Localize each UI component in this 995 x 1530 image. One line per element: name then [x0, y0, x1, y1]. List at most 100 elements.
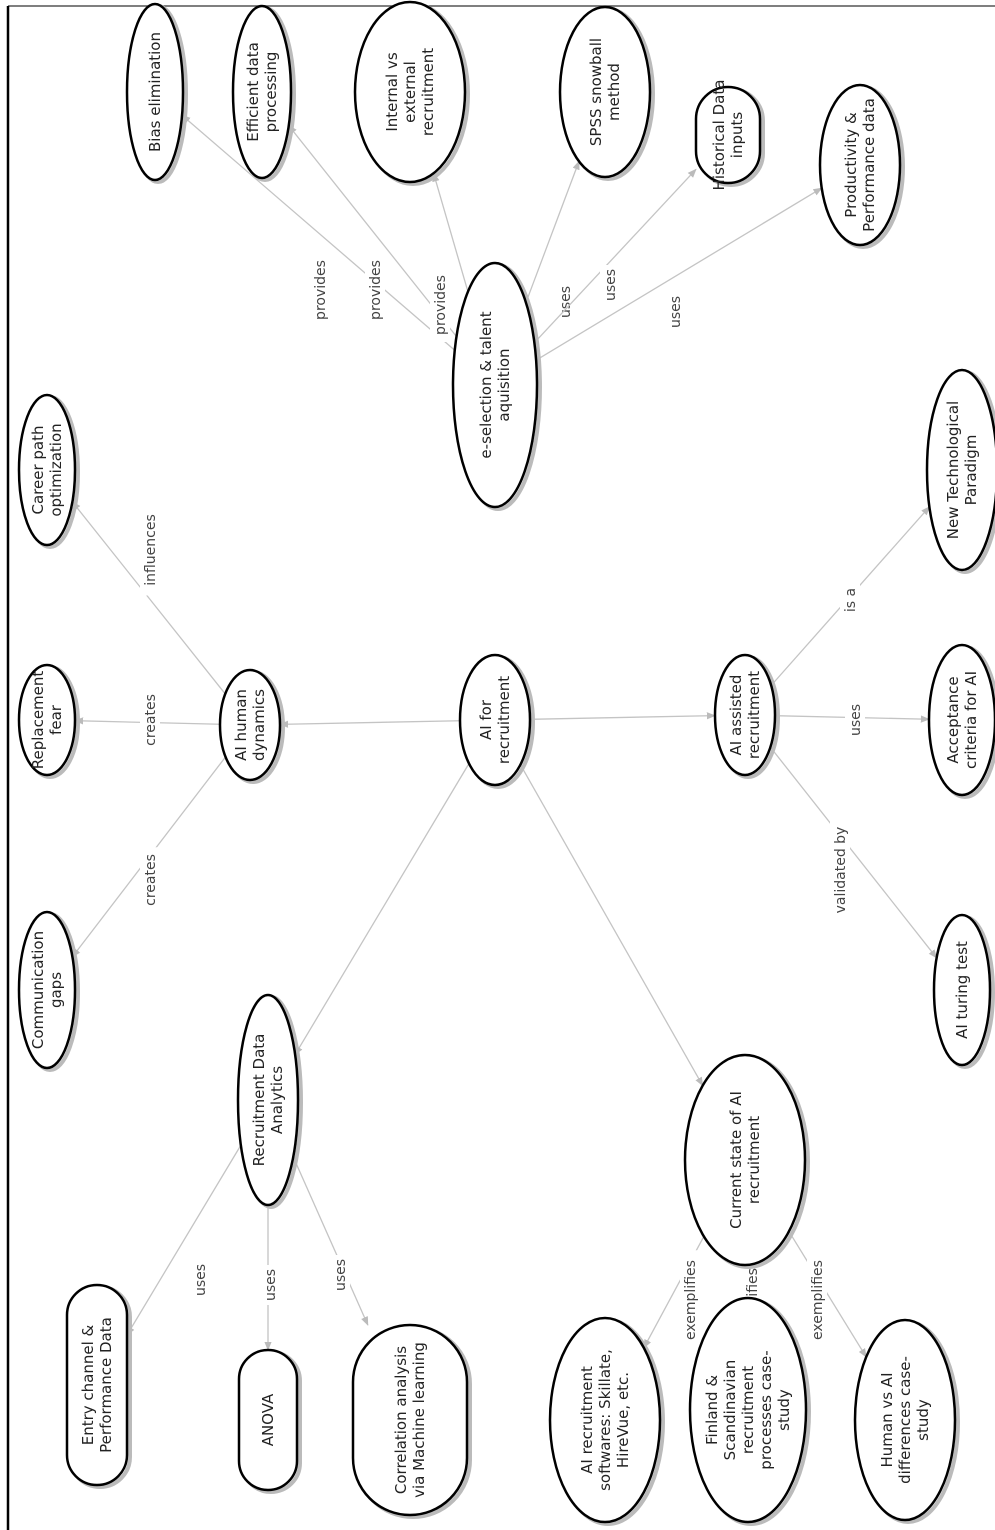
node-shape — [236, 993, 300, 1207]
node-internal[interactable]: Internal vsexternalrecruitment — [353, 0, 470, 186]
node-shape — [927, 643, 995, 797]
node-acceptance[interactable]: Acceptancecriteria for AI — [927, 643, 995, 799]
node-label-line: Internal vs — [383, 52, 401, 131]
node-historical[interactable]: Historical Datainputs — [694, 80, 765, 191]
node-label: Correlation analysisvia Machine learning — [392, 1342, 428, 1498]
node-shape — [237, 1348, 299, 1492]
node-shape — [353, 0, 467, 184]
node-shape — [558, 5, 652, 179]
node-label-line: aquisition — [495, 348, 513, 421]
node-efficient[interactable]: Efficient dataprocessing — [231, 4, 296, 182]
edge-human_dyn-career — [71, 501, 226, 695]
edge-label-background — [140, 847, 160, 913]
node-entry[interactable]: Entry channel &Performance Data — [65, 1283, 132, 1489]
node-label-line: AI turing test — [953, 941, 971, 1039]
node-label-line: Analytics — [268, 1066, 286, 1134]
node-career[interactable]: Career pathoptimization — [17, 393, 80, 549]
edge-label-background — [600, 265, 620, 305]
node-bias[interactable]: Bias elimination — [125, 2, 188, 184]
node-anova[interactable]: ANOVA — [237, 1348, 302, 1494]
node-label: Replacementfear — [29, 671, 65, 770]
node-label: Career pathoptimization — [29, 423, 65, 516]
node-shape — [17, 663, 77, 777]
node-label: AI forrecruitment — [477, 676, 513, 764]
edge-label: validated by — [833, 827, 849, 914]
node-shape — [688, 1296, 808, 1524]
edge-label-background — [365, 253, 385, 327]
node-eselection[interactable]: e-selection & talentaquisition — [451, 261, 542, 511]
node-shape — [458, 653, 532, 787]
edge-label: provides — [433, 275, 449, 335]
node-productivity[interactable]: Productivity &Performance data — [818, 83, 905, 249]
edge-label: provides — [368, 260, 384, 320]
node-label-line: AI assisted — [727, 675, 745, 756]
node-shape — [17, 393, 77, 547]
edge-label: is a — [843, 588, 859, 612]
node-shape — [231, 4, 293, 180]
node-label: e-selection & talentaquisition — [477, 311, 513, 458]
node-label: AI assistedrecruitment — [727, 671, 763, 759]
node-ai_assisted[interactable]: AI assistedrecruitment — [713, 653, 780, 779]
node-label-line: Finland & — [703, 1375, 721, 1445]
edge-label-background — [840, 580, 860, 620]
node-label-line: AI recruitment — [578, 1366, 596, 1474]
node-rda[interactable]: Recruitment DataAnalytics — [236, 993, 303, 1209]
node-label-line: HireVue, etc. — [614, 1372, 632, 1468]
node-shape — [683, 1053, 807, 1267]
edge-label: influences — [143, 514, 159, 586]
node-label-line: New Technological — [944, 401, 962, 539]
node-label: Acceptancecriteria for AI — [944, 671, 980, 769]
node-shape — [351, 1323, 469, 1517]
edge-label-background — [845, 700, 865, 740]
node-turing[interactable]: AI turing test — [932, 913, 995, 1069]
node-label-line: Productivity & — [842, 112, 860, 218]
node-shape — [218, 668, 282, 782]
node-softwares[interactable]: AI recruitmentsoftwares: Skillate,HireVu… — [548, 1316, 665, 1526]
node-label-line: recruitment — [419, 48, 437, 136]
node-ai_rec[interactable]: AI forrecruitment — [458, 653, 535, 789]
node-label-line: inputs — [728, 112, 746, 159]
edge-label: provides — [313, 260, 329, 320]
node-label-line: Performance data — [860, 98, 878, 232]
edge-label: creates — [143, 854, 159, 906]
edge-rda-entry — [126, 1144, 242, 1336]
node-label: AI humandynamics — [232, 689, 268, 761]
node-current[interactable]: Current state of AIrecruitment — [683, 1053, 810, 1269]
node-label-line: differences case- — [896, 1356, 914, 1484]
node-shape — [925, 368, 995, 572]
node-label-line: Recruitment Data — [250, 1034, 268, 1167]
node-spss[interactable]: SPSS snowballmethod — [558, 5, 655, 181]
node-label-line: study — [775, 1389, 793, 1431]
node-replacement[interactable]: Replacementfear — [17, 663, 80, 779]
node-label-line: processes case- — [757, 1350, 775, 1469]
node-label-line: processing — [262, 52, 280, 133]
node-new_tech[interactable]: New TechnologicalParadigm — [925, 368, 995, 574]
node-label: SPSS snowballmethod — [587, 38, 623, 146]
node-humanvsai[interactable]: Human vs AIdifferences case-study — [853, 1318, 960, 1524]
node-label-line: Acceptance — [944, 676, 962, 763]
node-label: Communicationgaps — [29, 931, 65, 1049]
edge-label-background — [665, 292, 685, 332]
node-correlation[interactable]: Correlation analysisvia Machine learning — [351, 1323, 472, 1519]
node-label: Productivity &Performance data — [842, 98, 878, 232]
edge-label: uses — [848, 704, 864, 736]
node-finland[interactable]: Finland &Scandinavianrecruitmentprocesse… — [688, 1296, 811, 1526]
node-label-line: Bias elimination — [146, 32, 164, 152]
edge-label: uses — [603, 269, 619, 301]
node-shape — [451, 261, 539, 509]
edge-label: uses — [668, 296, 684, 328]
node-label-line: Communication — [29, 931, 47, 1049]
edge-label-background — [830, 816, 850, 924]
edge-label: creates — [143, 694, 159, 746]
node-shape — [125, 2, 185, 182]
node-label-line: SPSS snowball — [587, 38, 605, 146]
node-label-line: Current state of AI — [727, 1091, 745, 1229]
node-label-line: fear — [47, 704, 65, 735]
edge-label-background — [680, 1250, 700, 1350]
edge-label-background — [140, 504, 160, 596]
node-human_dyn[interactable]: AI humandynamics — [218, 668, 285, 784]
node-label-line: external — [401, 61, 419, 123]
node-communication[interactable]: Communicationgaps — [17, 910, 80, 1072]
node-label-line: optimization — [47, 423, 65, 516]
edge-label-background — [807, 1250, 827, 1350]
